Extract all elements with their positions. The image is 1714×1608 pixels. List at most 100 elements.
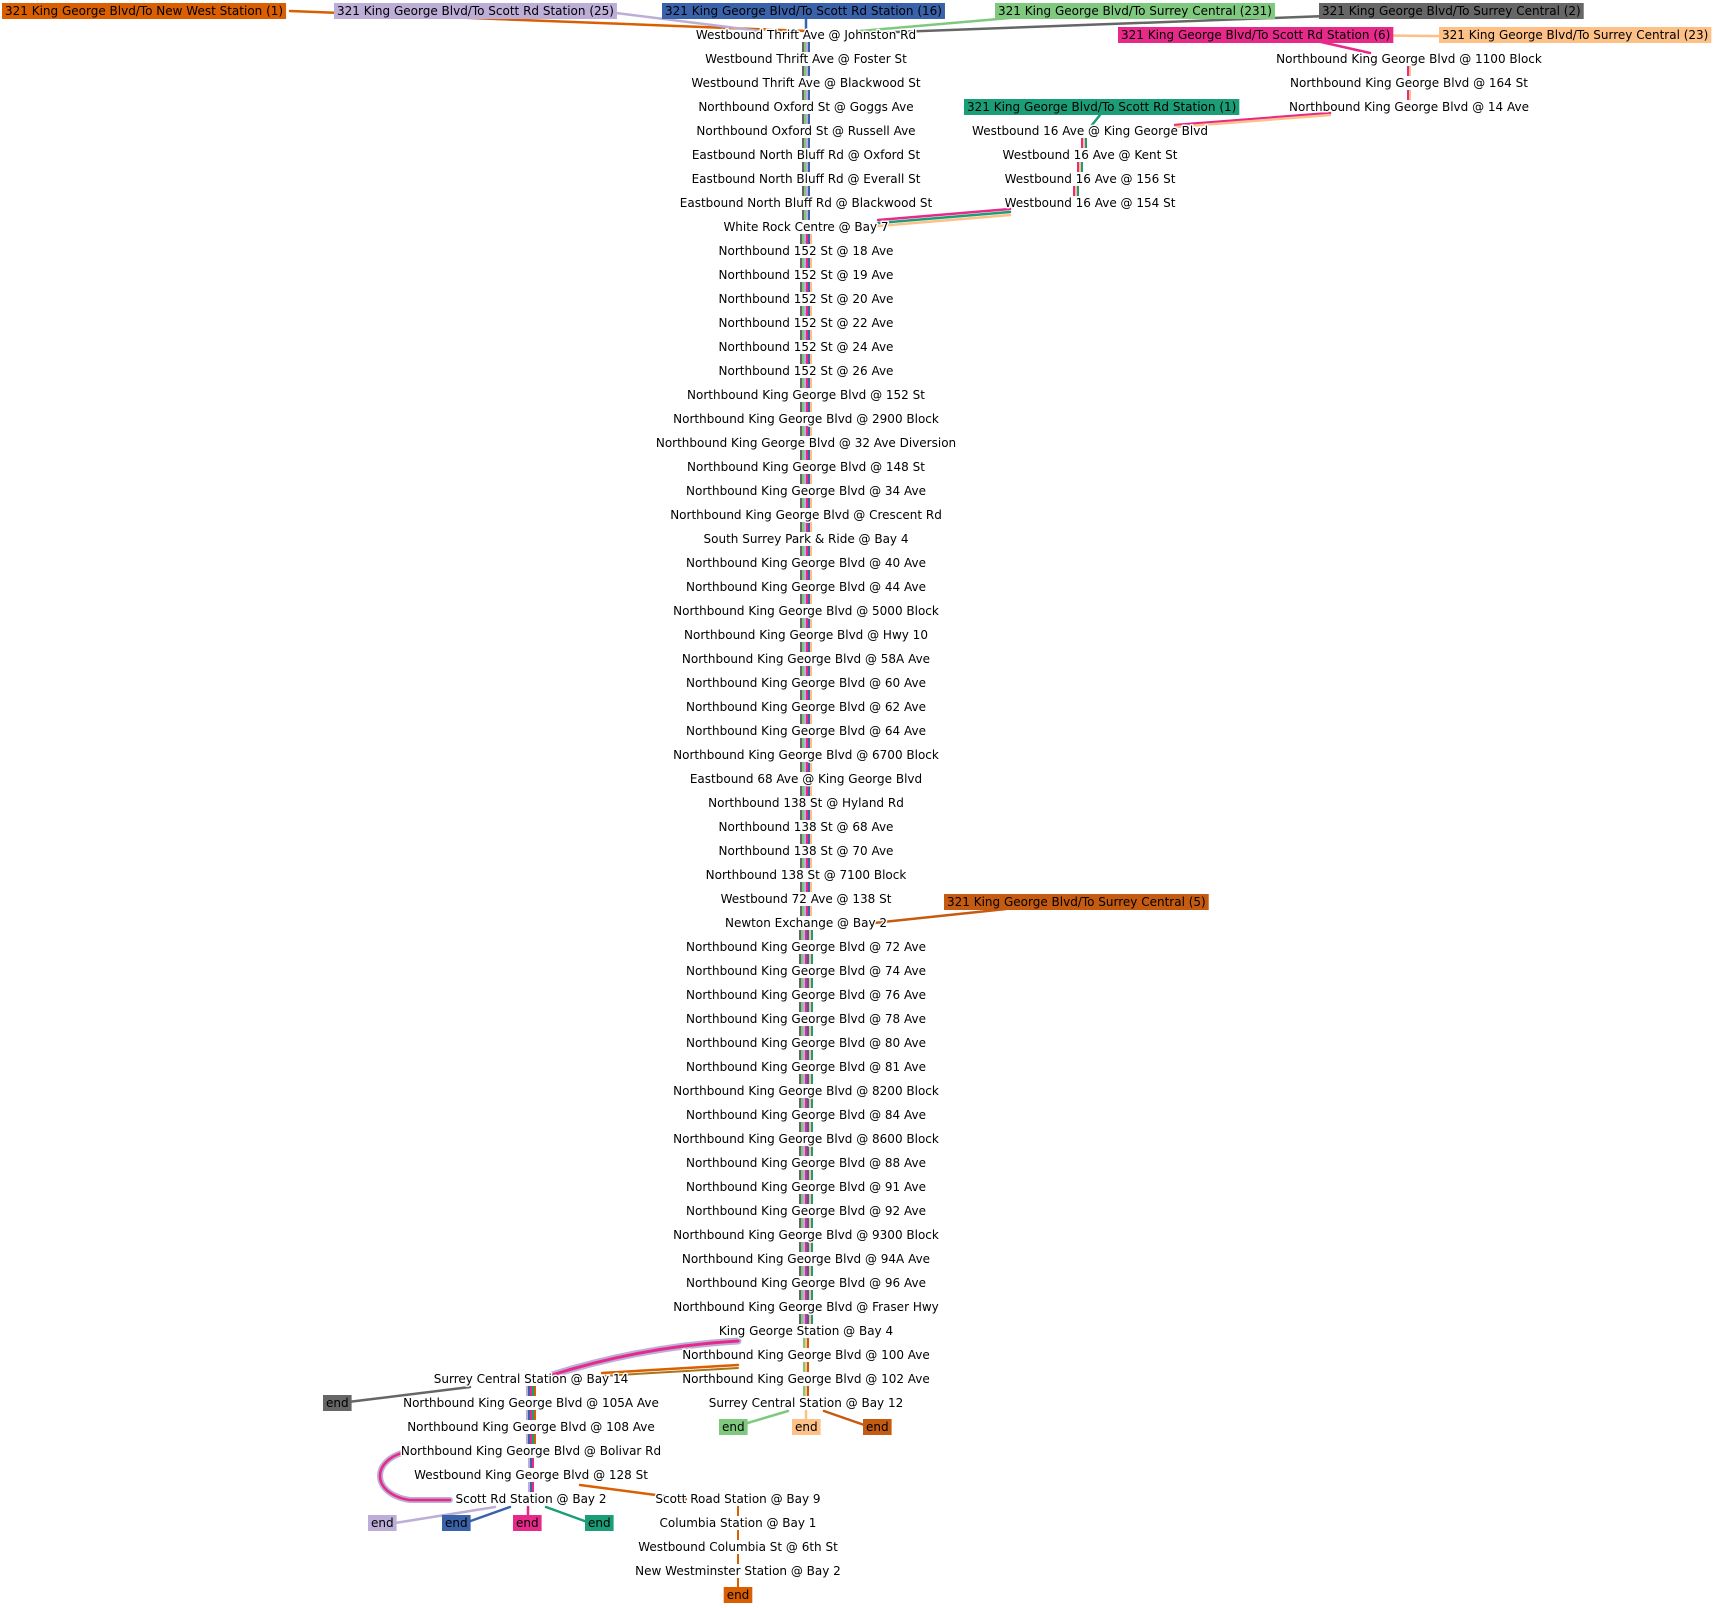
end-badge-scott-25-label: end (371, 1516, 394, 1530)
trunk-connector (802, 762, 804, 772)
trunk-connector (802, 354, 804, 364)
trunk-connector (804, 450, 806, 460)
trunk-connector (808, 426, 810, 436)
trunk-connector (809, 1218, 811, 1228)
end-badge-surrey-231: end (719, 1419, 748, 1435)
right-connector (807, 1362, 809, 1372)
trunk-connector (802, 690, 804, 700)
trunk-connector (807, 1242, 809, 1252)
badge-surrey-231: 321 King George Blvd/To Surrey Central (… (995, 3, 1275, 19)
trunk-connector (810, 738, 812, 748)
trunk-connector (810, 258, 812, 268)
stop-label: Surrey Central Station @ Bay 12 (709, 1396, 903, 1410)
trunk-connector (804, 738, 806, 748)
trunk-connector (804, 666, 806, 676)
stop-label: Columbia Station @ Bay 1 (660, 1516, 817, 1530)
trunk-connector (803, 1050, 805, 1060)
trunk-connector (799, 1074, 801, 1084)
route-line-kgb-to-16ave-b (1173, 113, 1332, 129)
stop-label: Northbound King George Blvd @ Bolivar Rd (401, 1444, 661, 1458)
end-badge-scott-6: end (513, 1515, 542, 1531)
badge-scott-6-label: 321 King George Blvd/To Scott Rd Station… (1121, 28, 1390, 42)
trunk-connector (808, 114, 810, 124)
trunk-connector (808, 834, 810, 844)
trunk-connector (807, 1266, 809, 1276)
trunk-connector (805, 1218, 807, 1228)
trunk-connector (806, 354, 808, 364)
trunk-connector (811, 1098, 813, 1108)
trunk-connector (809, 1242, 811, 1252)
curve-left-branch-c (600, 1363, 740, 1375)
end-badge-scott-16-box (442, 1515, 471, 1531)
end-line-surrey-2 (338, 1385, 472, 1405)
trunk-connector (810, 786, 812, 796)
stop-label: Northbound King George Blvd @ 72 Ave (686, 940, 926, 954)
end-badge-surrey-5-box (863, 1419, 892, 1435)
trunk-connector (803, 1170, 805, 1180)
badge-scott-1-box (964, 99, 1240, 115)
trunk-connector (807, 1002, 809, 1012)
left-connector (530, 1410, 532, 1420)
trunk-connector (810, 282, 812, 292)
trunk-connector (802, 282, 804, 292)
trunk-connector (806, 210, 808, 220)
trunk-connector (804, 114, 806, 124)
trunk-connector (807, 930, 809, 940)
trunk-connector (807, 1170, 809, 1180)
trunk-connector (804, 210, 806, 220)
stop-label: Northbound King George Blvd @ 92 Ave (686, 1204, 926, 1218)
trunk-connector (806, 474, 808, 484)
trunk-connector (807, 1146, 809, 1156)
stop-label: Westbound Thrift Ave @ Johnston Rd (696, 28, 916, 42)
trunk-connector (807, 1194, 809, 1204)
left-connector (526, 1410, 528, 1420)
stop-label: Northbound 138 St @ 70 Ave (719, 844, 894, 858)
route-line-16ave-merge-b (876, 210, 1012, 225)
trunk-connector (806, 858, 808, 868)
trunk-connector (808, 906, 810, 916)
route-line-scott-1 (1090, 113, 1102, 127)
trunk-connector (799, 930, 801, 940)
trunk-connector (802, 450, 804, 460)
end-line-surrey-5 (822, 1409, 872, 1429)
trunk-connector (800, 426, 802, 436)
trunk-connector (806, 594, 808, 604)
badge-scott-16-label: 321 King George Blvd/To Scott Rd Station… (665, 4, 942, 18)
badge-surrey-2: 321 King George Blvd/To Surrey Central (… (1319, 3, 1584, 19)
trunk-connector (806, 618, 808, 628)
trunk-connector (799, 1266, 801, 1276)
left-connector (528, 1458, 530, 1468)
end-badge-scott-6-box (513, 1515, 542, 1531)
trunk-connector (804, 546, 806, 556)
trunk-connector (799, 1314, 801, 1324)
trunk-connector (802, 666, 804, 676)
trunk-connector (808, 90, 810, 100)
trunk-connector (806, 882, 808, 892)
stop-label: Northbound King George Blvd @ 88 Ave (686, 1156, 926, 1170)
right-connector (803, 1386, 805, 1396)
branch-kgb-connector (1409, 90, 1411, 100)
trunk-connector (802, 786, 804, 796)
stop-label: Northbound King George Blvd @ 14 Ave (1289, 100, 1529, 114)
trunk-connector (808, 186, 810, 196)
end-badge-surrey-5: end (863, 1419, 892, 1435)
trunk-connector (808, 498, 810, 508)
trunk-connector (807, 1122, 809, 1132)
trunk-connector (804, 234, 806, 244)
trunk-connector (811, 1074, 813, 1084)
stop-label: Northbound King George Blvd @ Crescent R… (670, 508, 942, 522)
trunk-connector (800, 906, 802, 916)
trunk-connector (811, 1218, 813, 1228)
trunk-connector (800, 282, 802, 292)
trunk-connector (809, 1050, 811, 1060)
trunk-connector (800, 378, 802, 388)
stop-label: King George Station @ Bay 4 (719, 1324, 893, 1338)
trunk-connector (804, 354, 806, 364)
trunk-connector (810, 234, 812, 244)
trunk-connector (805, 1242, 807, 1252)
stop-label: Northbound King George Blvd @ 80 Ave (686, 1036, 926, 1050)
trunk-connector (801, 1074, 803, 1084)
trunk-connector (809, 1290, 811, 1300)
badge-surrey-2-box (1319, 3, 1584, 19)
